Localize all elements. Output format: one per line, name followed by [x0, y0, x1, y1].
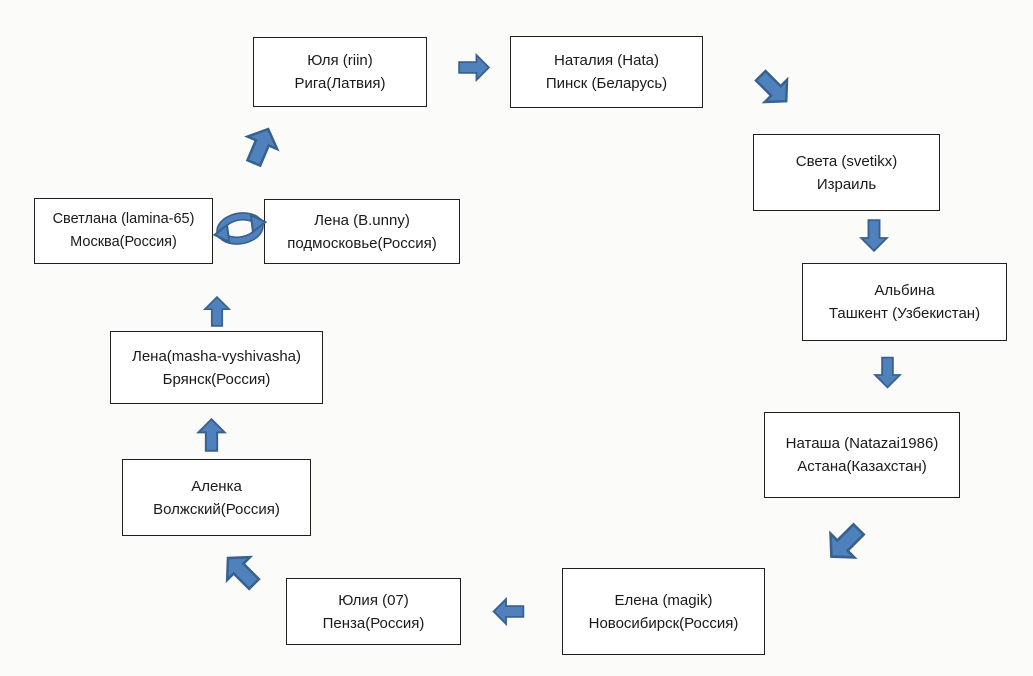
arrow-up-icon — [196, 417, 227, 452]
node-location: Москва(Россия) — [70, 234, 177, 250]
node-albina: Альбина Ташкент (Узбекистан) — [802, 263, 1007, 341]
node-lena-bunny: Лена (B.unny) подмосковье(Россия) — [264, 199, 460, 264]
arrow-up-right-icon — [244, 127, 280, 168]
node-location: Рига(Латвия) — [294, 75, 386, 92]
arrow-right-icon — [458, 52, 491, 83]
arrow-left-icon — [492, 596, 525, 627]
node-name: Юлия (07) — [338, 591, 409, 609]
node-elena-magik: Елена (magik) Новосибирск(Россия) — [562, 568, 765, 655]
arrow-down-right-icon — [754, 69, 789, 104]
node-location: Волжский(Россия) — [153, 500, 280, 518]
node-name: Наталия (Hata) — [554, 52, 659, 69]
node-name: Наташа (Natazai1986) — [785, 435, 939, 452]
node-location: Брянск(Россия) — [162, 370, 271, 388]
node-name: Света (svetikx) — [795, 152, 898, 170]
node-name: Аленка — [191, 477, 242, 495]
node-location: Новосибирск(Россия) — [588, 614, 739, 632]
node-location: Израиль — [816, 175, 877, 193]
node-name: Светлана (lamina-65) — [52, 211, 195, 227]
node-name: Альбина — [874, 282, 935, 299]
arrow-down-icon — [858, 219, 890, 253]
node-svetlana-lamina: Светлана (lamina-65) Москва(Россия) — [34, 198, 213, 264]
node-location: Астана(Казахстан) — [797, 458, 927, 475]
node-natalia-hata: Наталия (Hata) Пинск (Беларусь) — [510, 36, 703, 108]
swap-loop-icon — [212, 212, 268, 245]
node-sveta-svetikx: Света (svetikx) Израиль — [753, 134, 940, 211]
node-name: Лена (B.unny) — [314, 211, 410, 229]
node-alenka: Аленка Волжский(Россия) — [122, 459, 311, 536]
node-location: подмосковье(Россия) — [287, 234, 437, 252]
node-yulya-riin: Юля (riin) Рига(Латвия) — [253, 37, 427, 107]
node-name: Юля (riin) — [307, 52, 373, 69]
node-yulia-07: Юлия (07) Пенза(Россия) — [286, 578, 461, 645]
node-location: Пинск (Беларусь) — [545, 75, 668, 92]
arrow-down-left-icon — [829, 522, 866, 559]
node-natasha-natazai: Наташа (Natazai1986) Астана(Казахстан) — [764, 412, 960, 498]
node-lena-masha: Лена(masha-vyshivasha) Брянск(Россия) — [110, 331, 323, 404]
node-location: Ташкент (Узбекистан) — [828, 305, 981, 322]
arrow-up-left-icon — [225, 555, 261, 591]
arrow-up-icon — [202, 295, 232, 327]
arrow-down-icon — [872, 356, 903, 389]
node-location: Пенза(Россия) — [322, 614, 425, 632]
node-name: Лена(masha-vyshivasha) — [131, 347, 302, 365]
node-name: Елена (magik) — [614, 591, 713, 609]
